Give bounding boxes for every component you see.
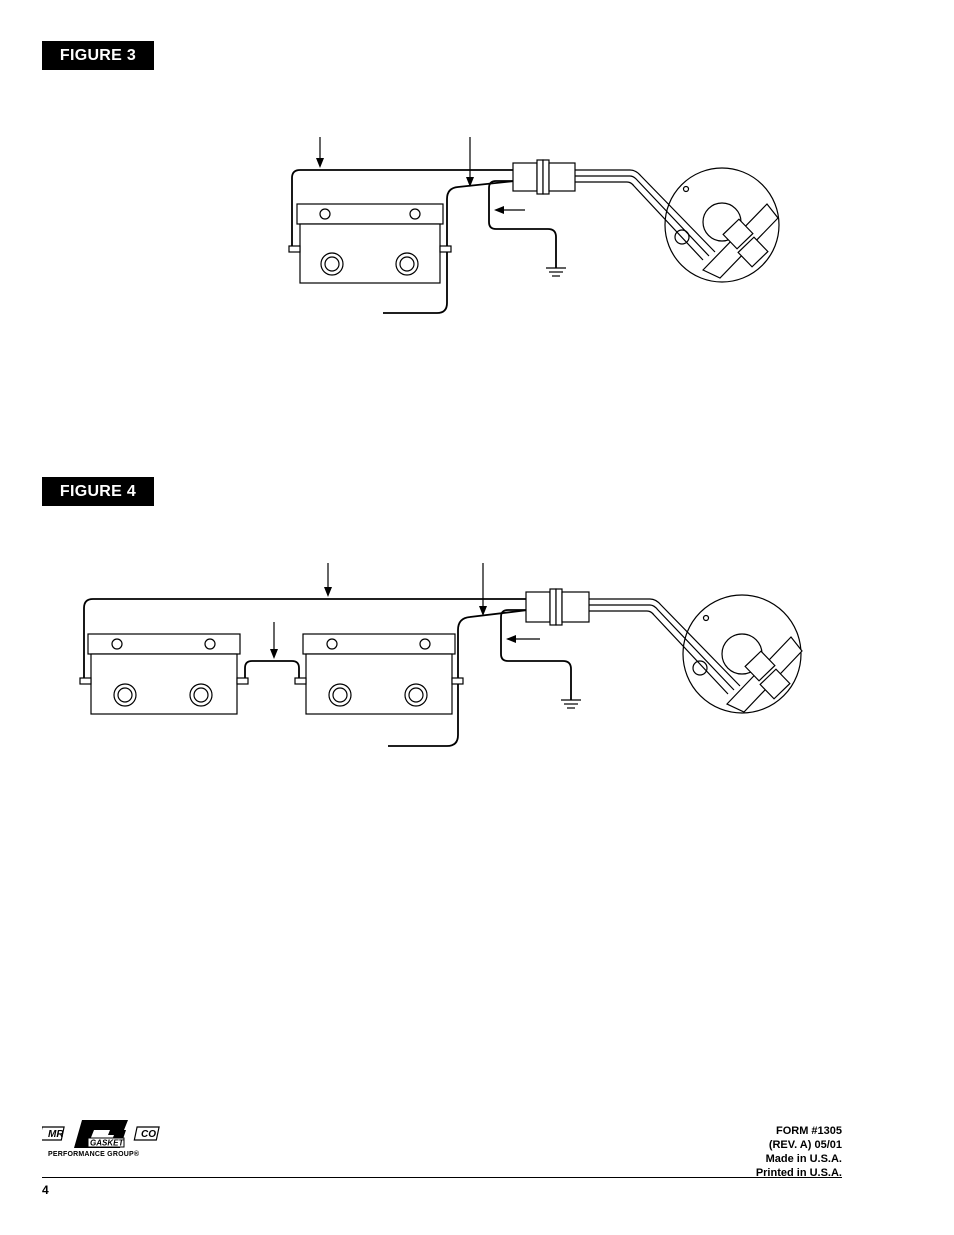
figure-4-wiring-diagram: [79, 563, 803, 747]
arrow-icon: [506, 635, 540, 643]
ground-wire: [488, 180, 557, 268]
coil-jumper-wire: [244, 660, 300, 681]
figure-3-wiring-diagram: [288, 137, 780, 314]
footer-divider: [42, 1177, 842, 1178]
coil-wire-top: [291, 169, 515, 248]
made-in: Made in U.S.A.: [765, 1153, 842, 1165]
ground-symbol-icon: [546, 267, 566, 277]
arrow-icon: [270, 622, 278, 659]
svg-text:MR: MR: [48, 1129, 64, 1140]
arrow-icon: [466, 137, 474, 187]
distributor-pickup: [682, 594, 803, 714]
svg-text:GASKET: GASKET: [90, 1139, 124, 1148]
ground-wire: [500, 609, 572, 700]
svg-text:CO: CO: [141, 1129, 156, 1140]
wire-connector: [512, 159, 576, 195]
arrow-icon: [494, 206, 525, 214]
arrow-icon: [316, 137, 324, 168]
page-number: 4: [42, 1183, 49, 1197]
ignition-coil: [288, 203, 452, 284]
form-revision: (REV. A) 05/01: [768, 1139, 842, 1151]
ignition-coil-1: [79, 633, 249, 715]
distributor-pickup: [664, 167, 780, 283]
form-info: FORM #1305 (REV. A) 05/01 Made in U.S.A.…: [756, 1124, 842, 1180]
figure-4-label: FIGURE 4: [42, 477, 154, 506]
figure-3-label: FIGURE 3: [42, 41, 154, 70]
printed-in: Printed in U.S.A.: [755, 1167, 842, 1179]
wire-connector: [525, 588, 590, 626]
form-number: FORM #1305: [775, 1125, 842, 1137]
arrow-icon: [324, 563, 332, 597]
mr-gasket-logo: MR GASKET CO: [42, 1120, 160, 1148]
arrow-icon: [479, 563, 487, 616]
ignition-coil-2: [294, 633, 464, 715]
ground-symbol-icon: [561, 699, 581, 709]
coil-wire-top: [83, 598, 528, 680]
logo-tagline: PERFORMANCE GROUP®: [48, 1151, 140, 1158]
